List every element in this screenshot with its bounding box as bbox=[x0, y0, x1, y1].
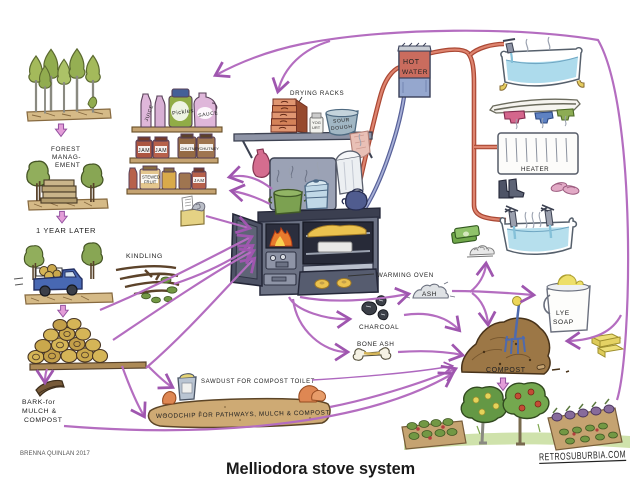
svg-text:COMPOST: COMPOST bbox=[486, 367, 526, 374]
svg-text:BRENNA QUINLAN 2017: BRENNA QUINLAN 2017 bbox=[20, 451, 90, 457]
svg-text:Pickles: Pickles bbox=[172, 108, 195, 117]
svg-text:SOUR: SOUR bbox=[333, 117, 350, 125]
svg-text:RETROSUBURBIA.COM: RETROSUBURBIA.COM bbox=[539, 449, 626, 463]
svg-text:WOODCHIP FOR PATHWAYS, MULCH &: WOODCHIP FOR PATHWAYS, MULCH & COMPOST bbox=[156, 409, 330, 420]
svg-text:DOUGH: DOUGH bbox=[331, 124, 353, 132]
svg-text:SAWDUST FOR COMPOST TOILET: SAWDUST FOR COMPOST TOILET bbox=[201, 379, 315, 385]
svg-text:COMPOST: COMPOST bbox=[24, 417, 63, 424]
svg-text:SAUCE: SAUCE bbox=[198, 110, 219, 119]
svg-text:JAM: JAM bbox=[155, 148, 167, 154]
svg-text:Melliodora stove system: Melliodora stove system bbox=[226, 460, 415, 478]
svg-text:ASH: ASH bbox=[422, 291, 437, 298]
svg-text:WARMING OVEN: WARMING OVEN bbox=[377, 272, 434, 279]
svg-text:FOREST: FOREST bbox=[51, 146, 81, 153]
svg-text:HOT: HOT bbox=[403, 59, 420, 66]
svg-text:KINDLING: KINDLING bbox=[126, 253, 163, 260]
svg-text:1 YEAR LATER: 1 YEAR LATER bbox=[36, 226, 96, 235]
svg-text:WATER: WATER bbox=[402, 69, 428, 76]
svg-text:SOAP: SOAP bbox=[553, 319, 574, 326]
svg-text:HEATER: HEATER bbox=[521, 166, 549, 173]
svg-text:JAM: JAM bbox=[194, 178, 205, 183]
svg-text:JUICE: JUICE bbox=[144, 104, 156, 123]
svg-text:STEWED: STEWED bbox=[142, 175, 160, 180]
svg-text:CHUTNEY: CHUTNEY bbox=[181, 146, 201, 151]
svg-text:CHUTNEY: CHUTNEY bbox=[200, 146, 220, 151]
svg-text:BARK-for: BARK-for bbox=[22, 399, 56, 406]
svg-text:LYE: LYE bbox=[556, 310, 570, 317]
svg-text:BONE ASH: BONE ASH bbox=[357, 341, 394, 348]
svg-text:MANAG-: MANAG- bbox=[52, 154, 81, 161]
svg-text:YOG: YOG bbox=[312, 120, 321, 125]
svg-text:EMENT: EMENT bbox=[55, 162, 80, 169]
svg-text:FRUIT: FRUIT bbox=[144, 180, 157, 185]
svg-text:MULCH &: MULCH & bbox=[22, 408, 57, 415]
svg-text:JAM: JAM bbox=[138, 148, 150, 154]
svg-text:CHARCOAL: CHARCOAL bbox=[359, 324, 399, 331]
svg-text:URT: URT bbox=[312, 125, 321, 130]
svg-text:DRYING RACKS: DRYING RACKS bbox=[290, 90, 344, 97]
